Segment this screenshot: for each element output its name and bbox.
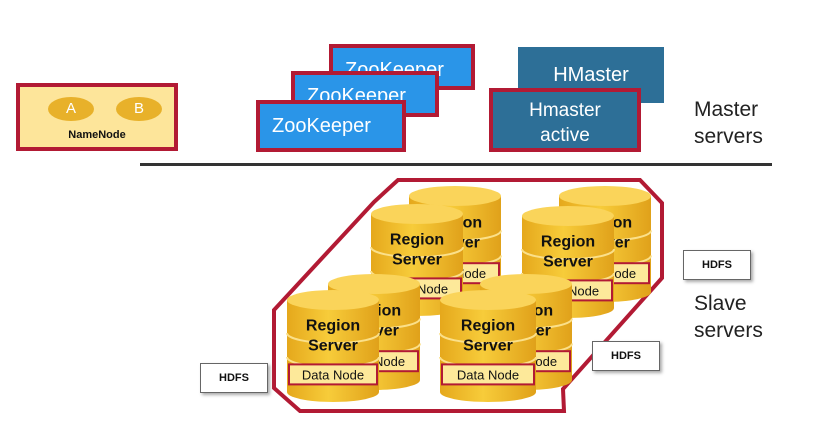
- master-servers-label: Master servers: [694, 96, 763, 150]
- region-label: Region: [461, 317, 515, 334]
- cylinder-band: [286, 332, 380, 345]
- cylinder-top: [559, 186, 651, 206]
- namenode-box: A B NameNode: [16, 83, 178, 151]
- cylinder-band: [370, 246, 464, 259]
- region-label: Region: [541, 233, 595, 250]
- hmaster-active-box: Hmaster active: [489, 88, 641, 152]
- cylinder-top: [287, 290, 379, 310]
- cylinder-top: [522, 206, 614, 226]
- namenode-pill-a: A: [48, 97, 94, 121]
- hmaster-active-line1: Hmaster: [529, 100, 601, 121]
- cylinder-top: [440, 290, 536, 310]
- server-label: Server: [308, 337, 358, 354]
- region-label: Region: [306, 317, 360, 334]
- region-label: Region: [390, 231, 444, 248]
- data-node-box: [288, 363, 378, 386]
- master-slave-divider: [140, 163, 772, 166]
- master-label-line2: servers: [694, 125, 763, 148]
- cylinder-top: [371, 204, 463, 224]
- server-label: Server: [392, 251, 442, 268]
- cylinder-top: [480, 274, 572, 294]
- cylinder-top: [328, 274, 420, 294]
- hmaster-active-line2: active: [540, 125, 590, 146]
- data-node-label: Data Node: [457, 367, 519, 382]
- hdfs-callout-middle: HDFS: [592, 341, 660, 371]
- cylinder-band: [439, 332, 537, 345]
- zookeeper-box-front: ZooKeeper: [256, 100, 406, 152]
- slave-label-line1: Slave: [694, 292, 747, 315]
- slave-label-line2: servers: [694, 319, 763, 342]
- namenode-pill-b: B: [116, 97, 162, 121]
- hdfs-callout-left: HDFS: [200, 363, 268, 393]
- cylinder-band: [521, 248, 615, 261]
- cylinder-top: [409, 186, 501, 206]
- master-label-line1: Master: [694, 98, 759, 121]
- hdfs-callout-right: HDFS: [683, 250, 751, 280]
- slave-servers-label: Slave servers: [694, 290, 763, 344]
- data-node-label: Data Node: [302, 367, 364, 382]
- server-label: Server: [543, 253, 593, 270]
- namenode-label: NameNode: [68, 129, 126, 141]
- data-node-box: [441, 363, 535, 386]
- server-label: Server: [463, 337, 513, 354]
